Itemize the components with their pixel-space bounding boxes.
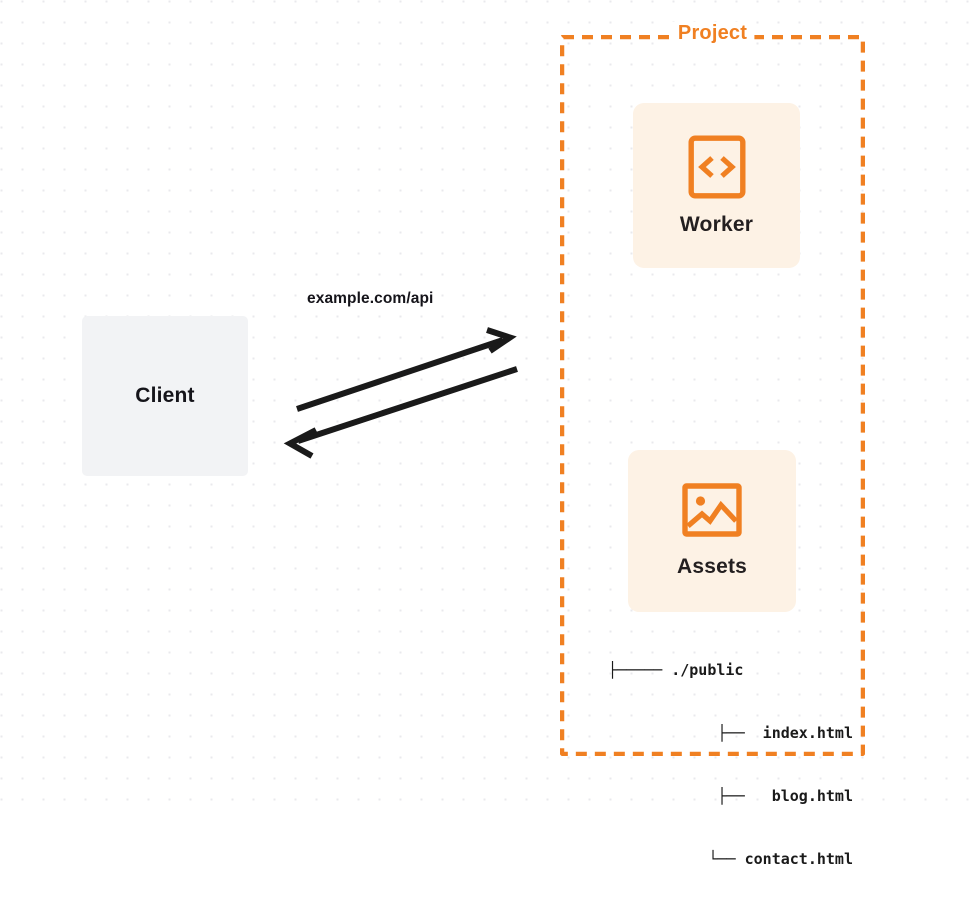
- worker-card-label: Worker: [679, 212, 754, 236]
- assets-card-label: Assets: [676, 555, 748, 578]
- client-node-label: Client: [135, 384, 195, 407]
- client-node[interactable]: Client: [82, 316, 248, 476]
- assets-file-tree: ├───── ./public ├── index.html ├── blog.…: [608, 618, 853, 912]
- file-tree-row-index: ├── index.html: [690, 724, 853, 742]
- connection-label: example.com/api: [307, 290, 434, 307]
- request-arrow: [296, 327, 517, 412]
- diagram-canvas: Client example.com/api Project Work: [0, 0, 980, 868]
- file-tree-row-blog: ├── blog.html: [690, 787, 853, 805]
- project-group: Project Worker Assets ├───── ./public ├─…: [560, 22, 865, 868]
- worker-card[interactable]: Worker: [633, 103, 800, 268]
- project-dashed-border: [560, 35, 865, 756]
- image-icon: [682, 483, 742, 537]
- file-tree-row-contact: └── contact.html: [681, 850, 853, 868]
- file-tree-row-root: ├───── ./public: [608, 661, 744, 679]
- code-icon: [688, 135, 745, 198]
- project-title: Project: [670, 22, 755, 45]
- assets-card[interactable]: Assets: [628, 450, 796, 612]
- response-arrow: [283, 366, 518, 459]
